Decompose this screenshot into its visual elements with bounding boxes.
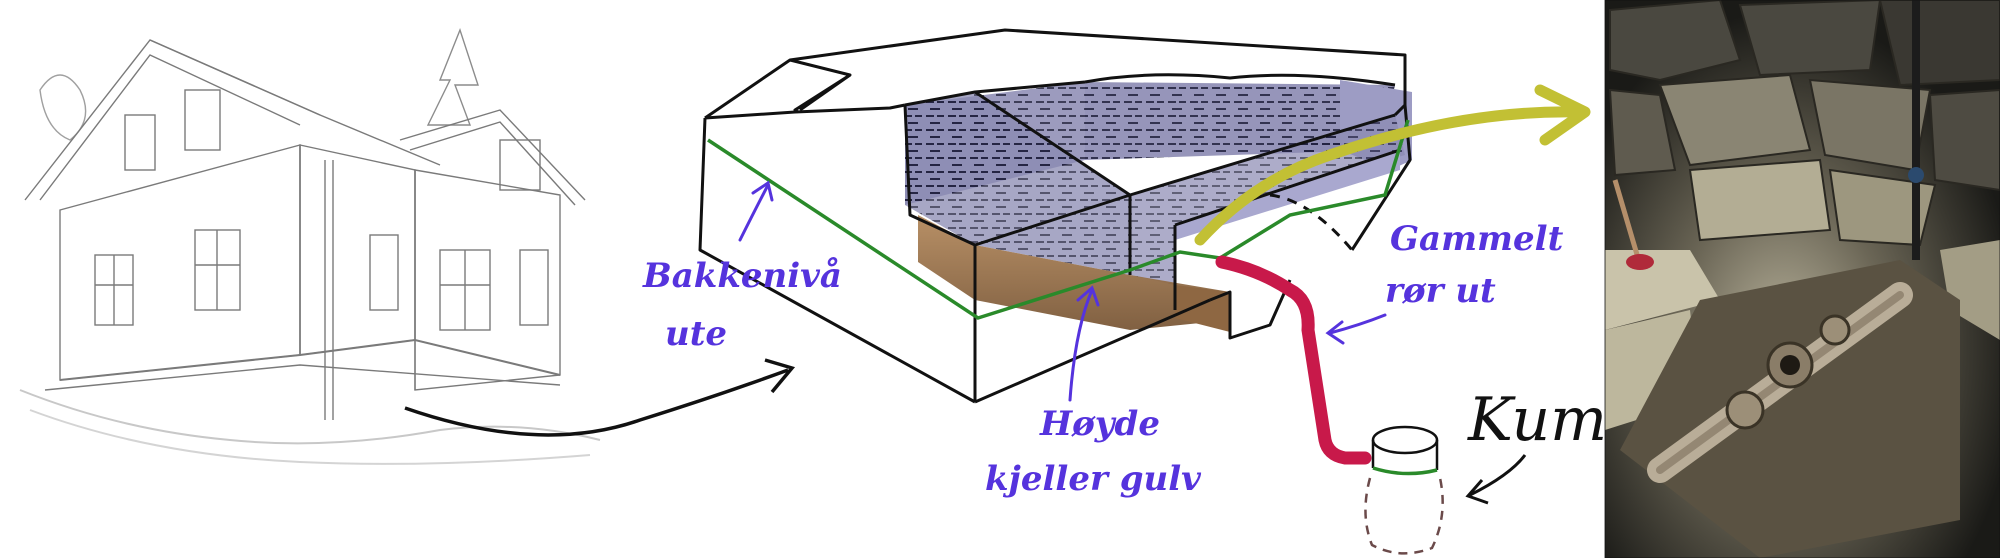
outflow-arrow — [1194, 106, 1581, 246]
ground-level-label-1: Bakkenivå — [642, 256, 842, 296]
manhole-label: Kum — [1467, 385, 1607, 455]
stone-wall-left — [905, 92, 1130, 275]
ground-level-line — [707, 119, 1410, 320]
basement-floor-label-2: kjeller gulv — [985, 459, 1202, 499]
link-arrow — [404, 368, 789, 437]
old-pipe-label-1: Gammelt — [1390, 219, 1564, 259]
basement-floor-label-1: Høyde — [1039, 404, 1160, 444]
manhole — [1364, 425, 1444, 555]
ground-level-pointer — [738, 183, 770, 242]
basement-photo — [1604, 0, 2000, 558]
old-pipe-label-2: rør ut — [1385, 271, 1496, 311]
manhole-pointer — [1469, 454, 1527, 497]
house-sketch — [19, 27, 601, 465]
old-pipe — [1215, 255, 1372, 465]
old-pipe-pointer — [1328, 313, 1387, 335]
foundation-diagram — [698, 28, 1591, 555]
basement-floor-pointer — [1068, 288, 1094, 402]
ground-level-label-2: ute — [665, 314, 727, 354]
dirt-layer — [918, 215, 1230, 330]
